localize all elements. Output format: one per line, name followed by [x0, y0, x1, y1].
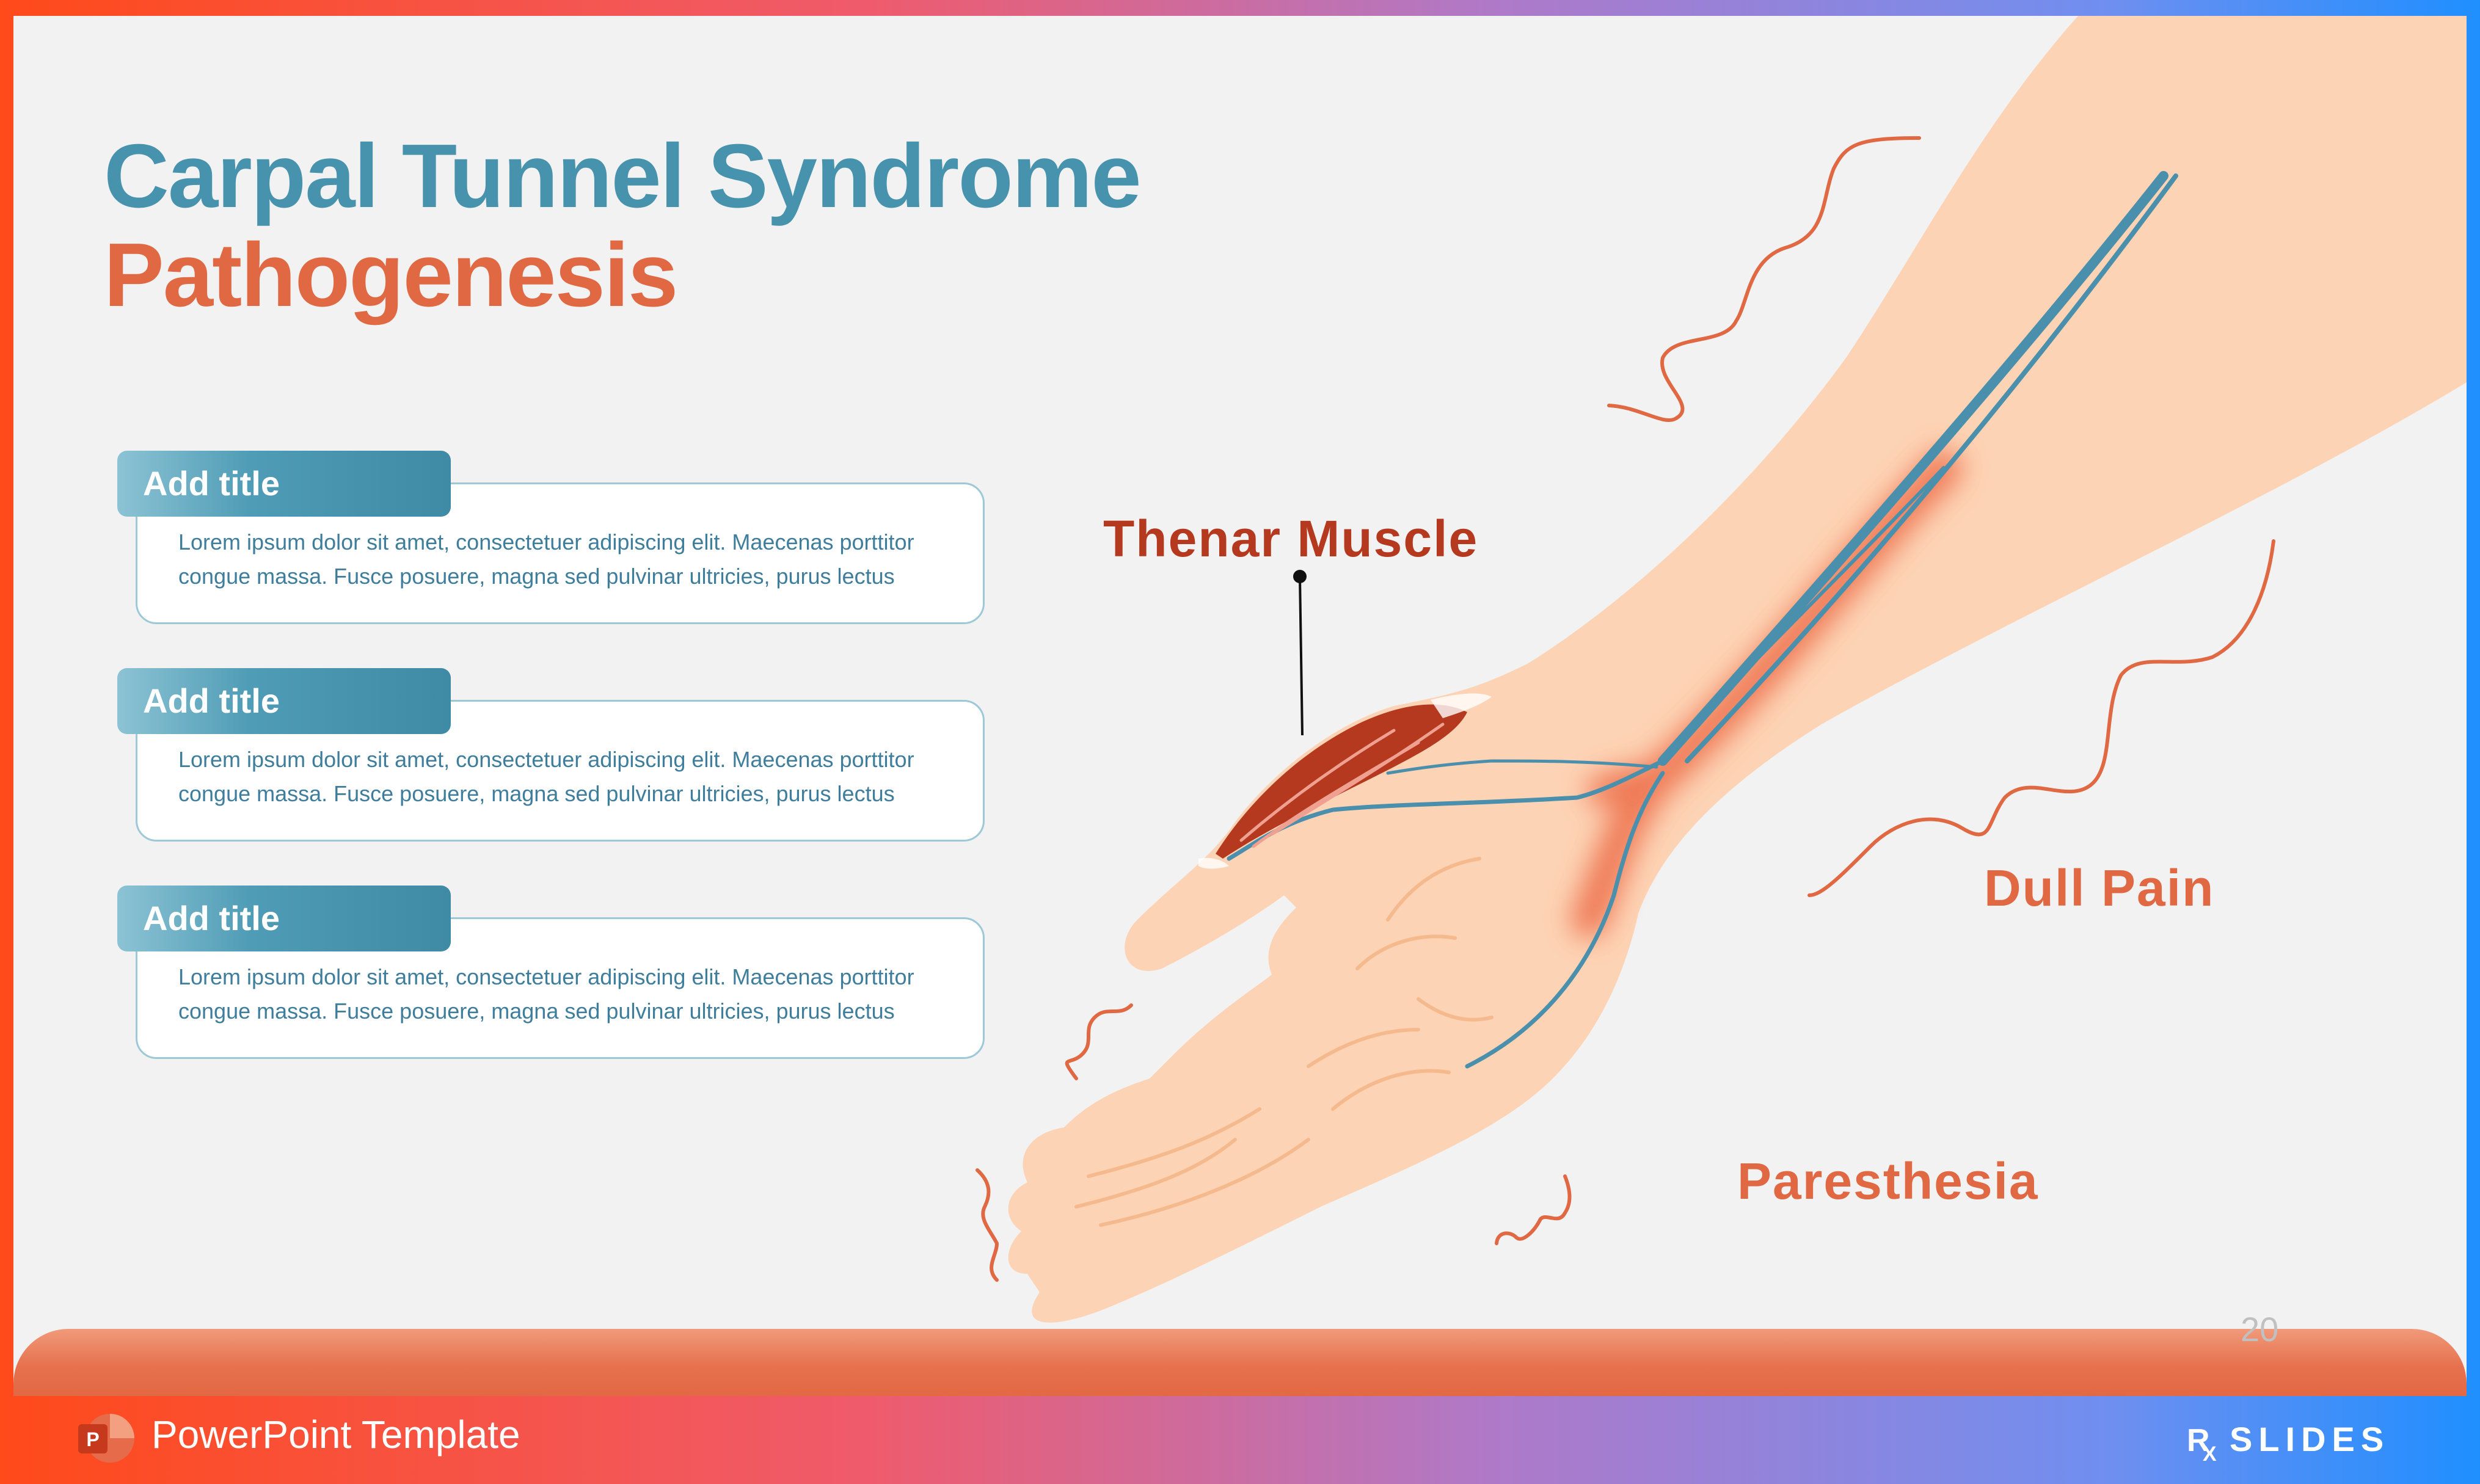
- info-card-3: Add title Lorem ipsum dolor sit amet, co…: [117, 886, 985, 1069]
- card-title[interactable]: Add title: [117, 451, 451, 517]
- thenar-pointer-line: [1299, 576, 1304, 736]
- label-thenar-muscle: Thenar Muscle: [1103, 510, 1479, 567]
- slide-subtitle: Pathogenesis: [104, 225, 678, 326]
- rxslides-logo: R X SLIDES: [2187, 1420, 2390, 1464]
- label-paresthesia: Paresthesia: [1737, 1152, 2039, 1210]
- thenar-pointer-dot: [1293, 570, 1307, 583]
- info-card-2: Add title Lorem ipsum dolor sit amet, co…: [117, 668, 985, 851]
- pain-squiggles: [976, 136, 2275, 1282]
- info-card-1: Add title Lorem ipsum dolor sit amet, co…: [117, 451, 985, 634]
- card-body[interactable]: Lorem ipsum dolor sit amet, consectetuer…: [178, 747, 914, 806]
- card-body[interactable]: Lorem ipsum dolor sit amet, consectetuer…: [178, 529, 914, 589]
- page-number: 20: [2241, 1310, 2279, 1348]
- footer-template-label: PowerPoint Template: [151, 1413, 520, 1457]
- thenar-muscle: [1198, 693, 1492, 869]
- card-box: [136, 700, 985, 842]
- bottom-decorative-band: [13, 1329, 2467, 1396]
- card-body[interactable]: Lorem ipsum dolor sit amet, consectetuer…: [178, 964, 914, 1024]
- slide-title: Carpal Tunnel Syndrome: [104, 126, 1142, 227]
- svg-text:R: R: [2187, 1423, 2210, 1458]
- card-title[interactable]: Add title: [117, 668, 451, 734]
- svg-text:P: P: [86, 1428, 99, 1450]
- palm-creases: [1074, 857, 1493, 1227]
- arm-shape: [1008, 16, 2467, 1323]
- card-title[interactable]: Add title: [117, 886, 451, 951]
- hand-wrist-illustration: [976, 16, 2467, 1323]
- powerpoint-icon: P: [78, 1414, 134, 1463]
- label-dull-pain: Dull Pain: [1984, 859, 2215, 917]
- svg-text:X: X: [2203, 1442, 2217, 1464]
- slide: Carpal Tunnel Syndrome Pathogenesis Add …: [13, 16, 2467, 1396]
- svg-text:SLIDES: SLIDES: [2230, 1420, 2390, 1458]
